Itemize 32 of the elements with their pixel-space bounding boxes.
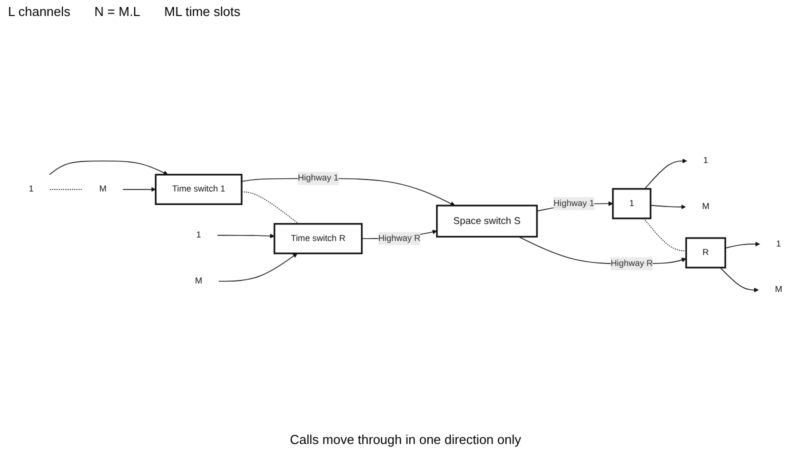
note-text: Calls move through in one direction only <box>290 432 522 447</box>
node-text: M <box>99 184 107 194</box>
node-text: M <box>702 202 710 212</box>
arrow <box>217 234 275 238</box>
node-box: 1 <box>612 188 652 220</box>
edge-label: Highway 1 <box>298 174 339 183</box>
formula-label: N = M.L <box>94 4 140 19</box>
arrow <box>218 253 298 282</box>
edge-label: Highway R <box>378 234 420 243</box>
edge-label: Highway 1 <box>553 198 594 208</box>
arrow <box>122 187 156 192</box>
node-text: 1 <box>703 156 708 166</box>
node-text: 1 <box>28 184 34 194</box>
connector <box>643 218 687 252</box>
node-text: 1 <box>196 230 202 240</box>
arrow <box>720 267 759 292</box>
time-slot-label: ML time slots <box>164 4 240 19</box>
connector <box>50 189 84 190</box>
node-text: M <box>195 276 202 286</box>
node-box: R <box>685 237 726 268</box>
arrow <box>724 242 760 249</box>
node-box: Time switch R <box>274 223 363 254</box>
node-box: Time switch 1 <box>154 174 242 205</box>
arrow <box>650 204 686 210</box>
node-text: 1 <box>776 239 782 248</box>
node-box: Space switch S <box>436 204 538 238</box>
arrow <box>49 160 168 176</box>
connector <box>241 191 300 224</box>
edge-label: Highway R <box>610 258 653 268</box>
arrow <box>644 158 688 190</box>
channel-count-label: L channels <box>8 4 70 19</box>
node-text: M <box>774 285 782 294</box>
